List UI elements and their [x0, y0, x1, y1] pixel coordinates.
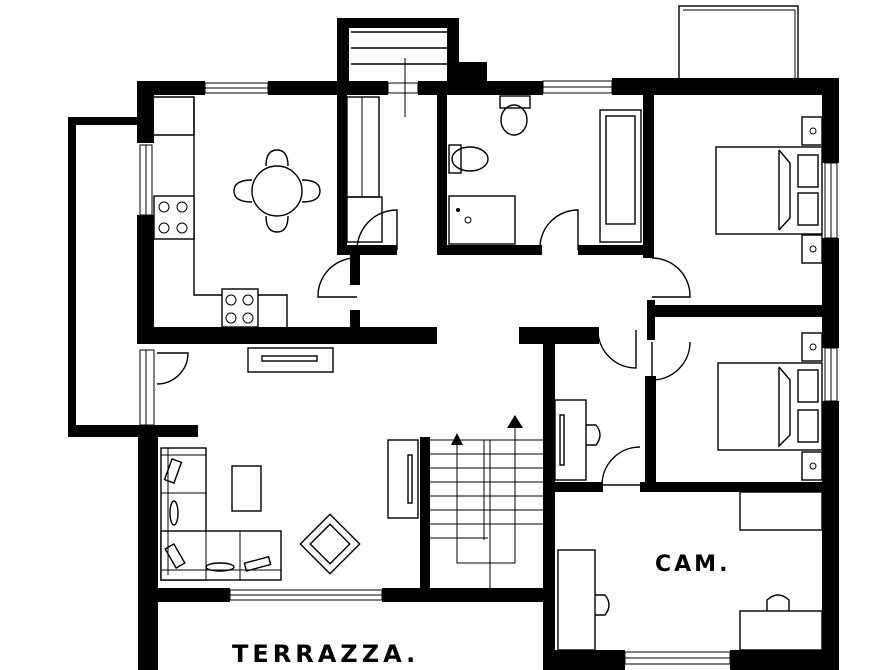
armchair	[299, 513, 361, 575]
door-frame	[139, 349, 155, 426]
wall	[447, 18, 459, 84]
dining-table	[233, 149, 321, 233]
up-arrow-icon	[451, 433, 463, 445]
cam-furniture	[557, 491, 823, 651]
door-swing[interactable]	[597, 329, 637, 369]
bathroom-fixtures	[448, 95, 642, 245]
wall	[643, 95, 654, 258]
wall	[420, 437, 430, 597]
wall	[730, 650, 827, 670]
wall	[822, 78, 839, 163]
wall	[578, 245, 653, 255]
wall	[647, 300, 655, 340]
wall	[350, 255, 360, 285]
bed-second	[717, 332, 823, 481]
wall	[555, 482, 603, 492]
wall	[337, 245, 397, 255]
door-swing[interactable]	[651, 341, 691, 381]
wall	[612, 78, 837, 95]
wall	[640, 482, 827, 492]
wall	[138, 437, 158, 670]
wall	[519, 327, 599, 344]
wall	[337, 18, 349, 84]
pantry-shelves	[346, 96, 383, 243]
wall	[337, 18, 459, 28]
wall	[645, 376, 656, 486]
door-swing[interactable]	[651, 257, 691, 298]
chair	[766, 594, 790, 611]
wall	[382, 588, 547, 602]
window	[387, 82, 419, 94]
balcony	[678, 5, 799, 80]
door-swing[interactable]	[356, 209, 398, 251]
wall	[68, 425, 198, 437]
wall	[437, 245, 542, 255]
wall	[68, 117, 76, 435]
wall	[459, 62, 487, 84]
wall	[68, 117, 140, 125]
wall	[647, 305, 827, 317]
wall	[822, 238, 839, 348]
wardrobe	[739, 491, 823, 531]
chair	[595, 594, 610, 616]
wall	[268, 81, 338, 95]
door-swing[interactable]	[601, 446, 641, 486]
sideboard	[247, 347, 334, 373]
wall	[437, 95, 447, 255]
coffee-table	[231, 465, 262, 512]
desk	[557, 549, 596, 651]
hall-desk	[554, 399, 601, 481]
corner-sofa	[160, 447, 282, 581]
wall	[555, 650, 625, 670]
door-swing[interactable]	[156, 352, 189, 385]
room-label-terrazza: TERRAZZA.	[232, 640, 420, 668]
wall	[137, 215, 154, 335]
up-arrow-icon	[507, 415, 523, 428]
staircase	[430, 415, 543, 588]
door-swing[interactable]	[539, 209, 579, 251]
wall	[137, 327, 437, 344]
door-swing[interactable]	[317, 257, 358, 298]
wall	[822, 401, 839, 670]
wall	[418, 81, 543, 95]
wall	[350, 310, 360, 330]
bed-master	[715, 116, 823, 264]
desk	[739, 610, 823, 651]
wall	[338, 81, 388, 95]
wall	[337, 95, 347, 255]
wall	[543, 327, 555, 670]
kitchen-counter	[153, 96, 288, 328]
room-label-cam: CAM.	[655, 552, 731, 577]
wall	[155, 588, 230, 602]
tv-cabinet	[387, 439, 419, 519]
wall	[137, 81, 154, 143]
